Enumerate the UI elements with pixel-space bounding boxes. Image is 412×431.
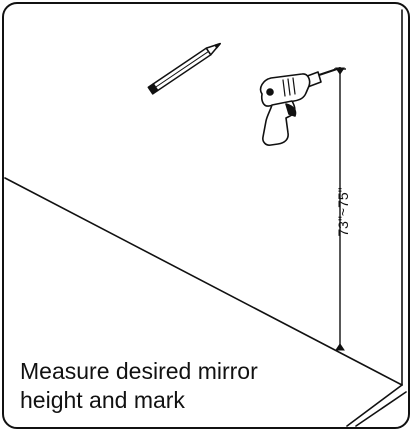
bottom-mark-arrow: [335, 343, 345, 351]
drill-switch: [266, 88, 274, 96]
pencil-icon: [147, 42, 221, 95]
drill-vent-1: [282, 79, 286, 97]
instruction-line-1: Measure desired mirror: [20, 358, 258, 384]
drill-icon: [259, 67, 341, 146]
drill-body: [259, 73, 311, 107]
drill-vent-2: [287, 78, 291, 96]
floor-corner-line: [346, 384, 403, 427]
floor-corner-line-2: [355, 391, 407, 427]
instruction-line-2: height and mark: [20, 387, 185, 413]
pencil-eraser: [147, 83, 159, 95]
measurement-label: 73"~75": [335, 187, 351, 236]
pencil-lead: [214, 42, 221, 49]
drill-trigger: [285, 103, 297, 117]
instruction-caption: Measure desired mirror height and mark: [20, 357, 360, 415]
drill-bit: [315, 67, 341, 77]
pencil-edge-line: [155, 51, 209, 88]
drill-vent-3: [292, 77, 296, 95]
